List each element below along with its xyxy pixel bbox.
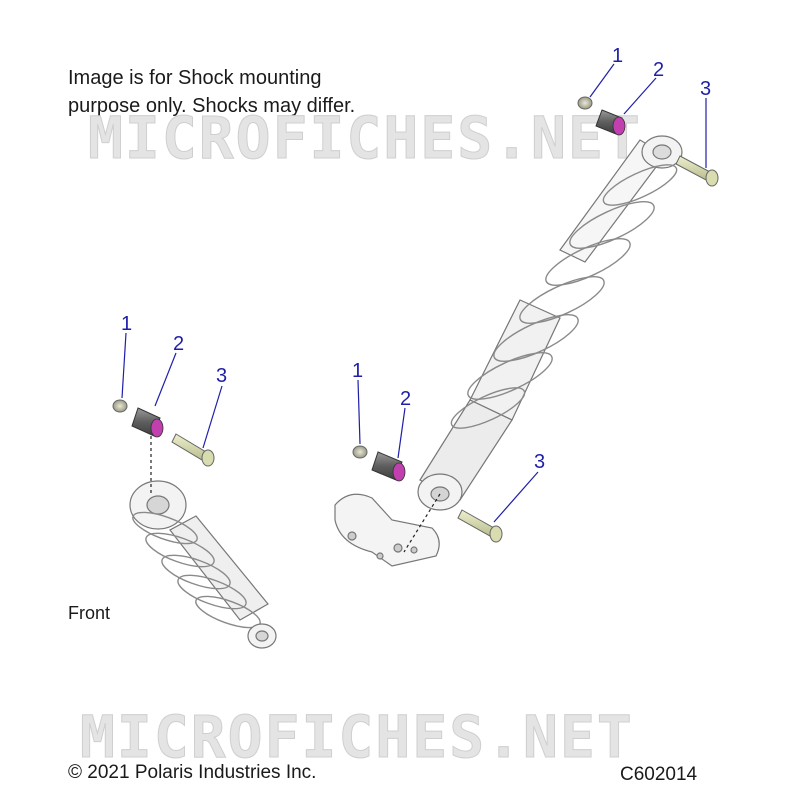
rear-bushing — [595, 109, 626, 136]
mid-bushing — [371, 451, 406, 482]
mid-bolt — [457, 509, 503, 543]
note-line-1: Image is for Shock mounting — [68, 67, 322, 89]
callout-front-2: 2 — [173, 333, 184, 355]
callout-front-1: 1 — [121, 313, 132, 335]
diagram-code: C602014 — [620, 764, 698, 785]
copyright-text: © 2021 Polaris Industries Inc. — [68, 762, 317, 783]
callout-rear-3: 3 — [700, 78, 711, 100]
callout-front-3: 3 — [216, 365, 227, 387]
rear-shock-absorber — [417, 135, 683, 511]
watermark-bottom: MICROFICHES.NET — [80, 703, 634, 772]
callout-leaders — [121, 63, 707, 523]
front-nut — [112, 399, 128, 413]
rear-bolt — [675, 155, 719, 187]
front-bolt — [171, 433, 215, 467]
callouts: 1 2 3 1 2 3 1 2 3 — [121, 45, 711, 473]
watermark-top: MICROFICHES.NET — [88, 104, 642, 173]
front-label: Front — [68, 603, 111, 623]
mid-nut — [352, 445, 368, 459]
callout-mid-3: 3 — [534, 451, 545, 473]
mounting-note: Image is for Shock mounting purpose only… — [68, 64, 355, 120]
mid-alignment-dash — [403, 493, 441, 553]
callout-rear-2: 2 — [653, 59, 664, 81]
callout-rear-1: 1 — [612, 45, 623, 67]
lower-mount-bracket — [334, 493, 440, 567]
rear-nut — [577, 96, 593, 110]
callout-mid-2: 2 — [400, 388, 411, 410]
callout-mid-1: 1 — [352, 360, 363, 382]
front-shock-absorber — [129, 480, 277, 649]
note-line-2: purpose only. Shocks may differ. — [68, 95, 356, 117]
front-bushing — [131, 407, 164, 438]
